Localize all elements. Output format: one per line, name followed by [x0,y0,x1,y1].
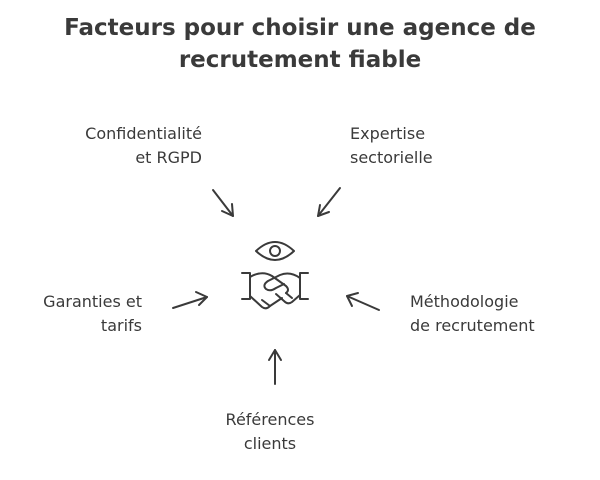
title-line-1: Facteurs pour choisir une agence de [64,15,536,41]
arrow-methodologie [346,292,380,311]
arrow-references [268,349,282,385]
factor-references-line-2: clients [243,434,297,453]
eye-icon [255,241,295,261]
arrow-garanties [172,291,208,309]
factor-methodologie: Méthodologie de recrutement [410,290,590,338]
factor-expertise-line-1: Expertise [350,124,426,143]
factor-garanties-line-2: tarifs [100,316,142,335]
factor-expertise-line-2: sectorielle [350,148,433,167]
factor-confidentialite-line-2: et RGPD [135,148,202,167]
factor-expertise: Expertise sectorielle [350,122,510,170]
factor-references: Références clients [190,408,350,456]
title-line-2: recrutement fiable [178,47,422,73]
factor-confidentialite-line-1: Confidentialité [85,124,202,143]
arrow-expertise [317,187,341,217]
diagram-title: Facteurs pour choisir une agence de recr… [0,12,600,76]
arrow-confidentialite [212,189,234,217]
factor-methodologie-line-1: Méthodologie [410,292,519,311]
factor-confidentialite: Confidentialité et RGPD [40,122,202,170]
handshake-eye-icon [241,241,309,310]
factor-garanties-line-1: Garanties et [43,292,142,311]
factor-methodologie-line-2: de recrutement [410,316,535,335]
handshake-icon [241,272,309,310]
factor-garanties: Garanties et tarifs [10,290,142,338]
factor-references-line-1: Références [225,410,315,429]
